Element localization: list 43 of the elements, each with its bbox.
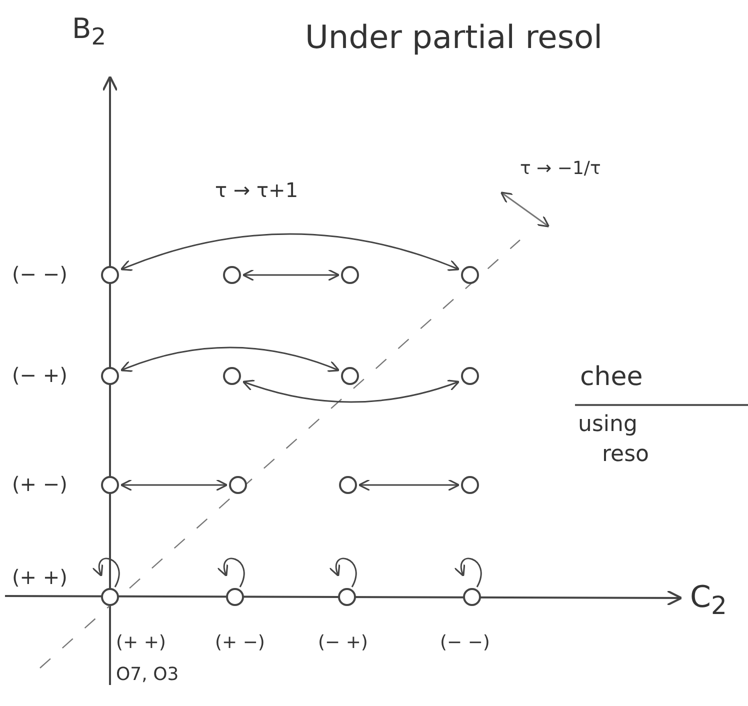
column-label: (− +) bbox=[318, 632, 368, 653]
column-label: (− −) bbox=[440, 632, 490, 653]
row-label: (− −) bbox=[12, 262, 68, 286]
state-circle bbox=[101, 266, 119, 284]
state-circle bbox=[339, 476, 357, 494]
state-circle bbox=[461, 476, 479, 494]
state-circle bbox=[101, 476, 119, 494]
note-text: using bbox=[578, 412, 638, 437]
state-circle bbox=[223, 266, 241, 284]
row-label: (+ +) bbox=[12, 565, 68, 589]
column-label: (+ +) bbox=[116, 632, 166, 653]
loop-arrow bbox=[454, 558, 482, 588]
state-circle bbox=[461, 266, 479, 284]
arrow bbox=[358, 478, 460, 492]
row-label: (+ −) bbox=[12, 472, 68, 496]
edge-label: τ → τ+1 bbox=[215, 178, 298, 202]
row-label: (− +) bbox=[12, 363, 68, 387]
axis-label: B$_{2}$ bbox=[72, 12, 106, 51]
state-circle bbox=[461, 367, 479, 385]
note-text: chee bbox=[580, 362, 643, 392]
state-circle bbox=[226, 588, 244, 606]
arrow bbox=[120, 478, 228, 492]
loop-arrow bbox=[218, 558, 245, 588]
arrow bbox=[120, 233, 460, 272]
column-label: (+ −) bbox=[215, 632, 265, 653]
loop-arrow bbox=[92, 558, 120, 588]
state-circle bbox=[101, 588, 119, 606]
state-circle bbox=[101, 367, 119, 385]
state-circle bbox=[229, 476, 247, 494]
axis-label: C$_{2}$ bbox=[690, 580, 727, 620]
state-circle bbox=[223, 367, 241, 385]
state-circle bbox=[463, 588, 481, 606]
state-circle bbox=[341, 367, 359, 385]
state-circle bbox=[341, 266, 359, 284]
arrow bbox=[120, 346, 340, 372]
note-text: reso bbox=[602, 442, 650, 467]
title: Under partial resol bbox=[305, 18, 602, 56]
coordinate-label: O7, O3 bbox=[116, 664, 179, 685]
arrow bbox=[242, 268, 340, 282]
loop-arrow bbox=[330, 558, 357, 588]
symmetry-label: τ → −1/τ bbox=[520, 158, 601, 179]
state-circle bbox=[338, 588, 356, 606]
arrow bbox=[242, 379, 460, 403]
